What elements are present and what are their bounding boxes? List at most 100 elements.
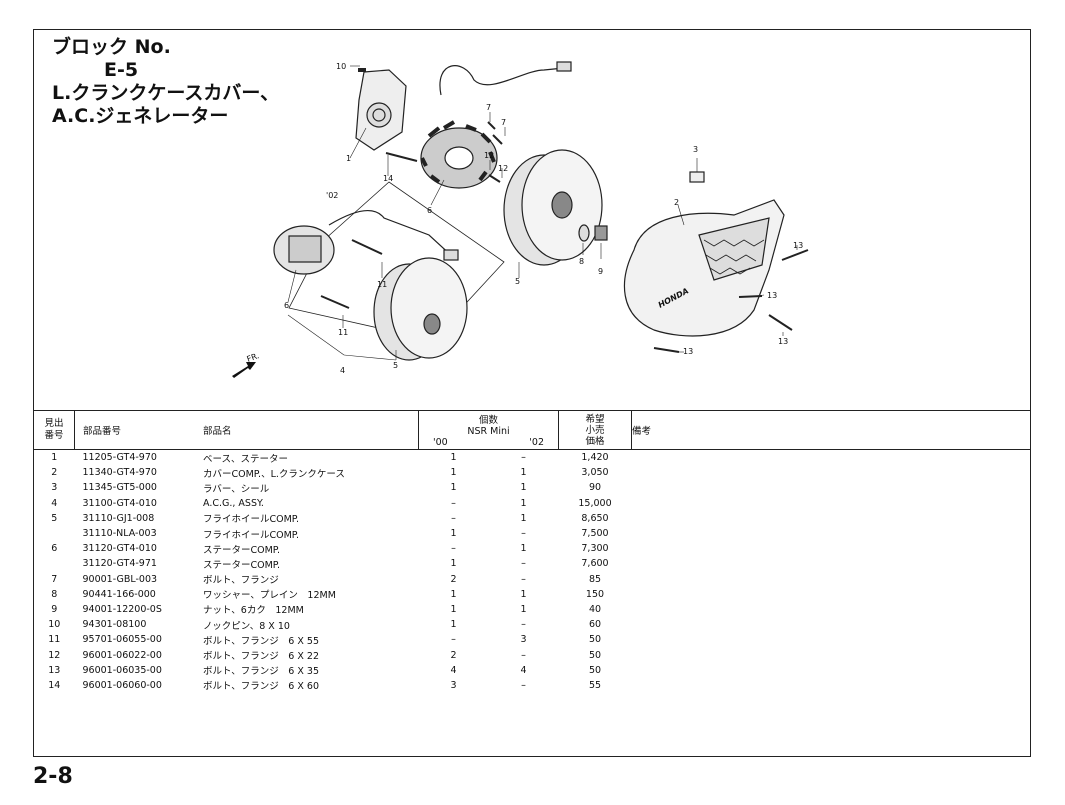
row-qty-00: – bbox=[451, 543, 456, 555]
row-ref-no: 10 bbox=[48, 619, 61, 631]
row-part-name: ナット、6カク 12MM bbox=[203, 605, 304, 617]
row-part-no: 94001-12200-0S bbox=[82, 603, 162, 615]
callout-10: 10 bbox=[336, 62, 346, 71]
row-price: 7,600 bbox=[581, 558, 609, 570]
row-qty-02: 1 bbox=[520, 543, 527, 555]
header-year-00: '00 bbox=[433, 437, 448, 448]
row-remarks bbox=[632, 663, 1031, 678]
row-part-no: 96001-06060-00 bbox=[82, 679, 162, 691]
row-qty-00: – bbox=[451, 512, 456, 524]
row-qty-02: 1 bbox=[520, 512, 527, 524]
parts-table: 見出 番号 部品番号 部品名 個数 NSR Mini '00 '02 希望 小売… bbox=[34, 411, 1030, 693]
table-row: 1 11205-GT4-970 ベース、ステーター 1 – 1,420 bbox=[34, 450, 1030, 466]
row-part-no: 96001-06022-00 bbox=[82, 649, 162, 661]
row-remarks bbox=[632, 526, 1031, 541]
row-remarks bbox=[632, 678, 1031, 693]
row-qty-02: 1 bbox=[520, 588, 527, 600]
header-quantity: 個数 NSR Mini '00 '02 bbox=[418, 411, 559, 450]
row-ref-no: 9 bbox=[51, 603, 58, 615]
callout-1: 1 bbox=[346, 154, 351, 163]
callout-13c: 13 bbox=[778, 337, 788, 346]
row-part-name: ワッシャー、プレイン 12MM bbox=[203, 590, 336, 602]
callout-7b: 7 bbox=[501, 118, 506, 127]
row-qty-02: 3 bbox=[520, 634, 527, 646]
table-row: 31110-NLA-003 フライホイールCOMP. 1 – 7,500 bbox=[34, 526, 1030, 541]
row-remarks bbox=[632, 480, 1031, 495]
row-part-no: 11340-GT4-970 bbox=[82, 467, 157, 479]
header-remarks: 備考 bbox=[631, 411, 1030, 450]
row-remarks bbox=[632, 587, 1031, 602]
row-part-no: 94301-08100 bbox=[82, 619, 147, 631]
page-frame bbox=[33, 29, 1031, 757]
callout-13a: 13 bbox=[793, 241, 803, 250]
row-price: 150 bbox=[585, 588, 605, 600]
row-qty-00: – bbox=[451, 634, 456, 646]
row-part-name: ボルト、フランジ 6 X 22 bbox=[203, 651, 319, 663]
callout-4: 4 bbox=[340, 366, 345, 375]
callout-6-02: 6 bbox=[284, 301, 289, 310]
row-remarks bbox=[632, 511, 1031, 526]
row-part-no: 31100-GT4-010 bbox=[82, 497, 157, 509]
callout-11b: 11 bbox=[338, 328, 348, 337]
row-part-name: ステーターCOMP. bbox=[203, 559, 281, 571]
table-row: 7 90001-GBL-003 ボルト、フランジ 2 – 85 bbox=[34, 572, 1030, 587]
row-part-no: 11205-GT4-970 bbox=[82, 452, 157, 464]
row-ref-no: 2 bbox=[51, 467, 58, 479]
row-qty-02: – bbox=[521, 679, 526, 691]
callout-12b: 12 bbox=[498, 164, 508, 173]
callout-14: 14 bbox=[383, 174, 393, 183]
row-part-name: ボルト、フランジ 6 X 60 bbox=[203, 681, 319, 693]
row-part-no: 31110-GJ1-008 bbox=[82, 512, 155, 524]
row-price: 15,000 bbox=[578, 497, 612, 509]
header-ref-no: 見出 番号 bbox=[34, 411, 75, 450]
table-row: 6 31120-GT4-010 ステーターCOMP. – 1 7,300 bbox=[34, 541, 1030, 556]
row-part-name: A.C.G., ASSY. bbox=[203, 497, 264, 509]
row-qty-02: 4 bbox=[520, 664, 527, 676]
row-ref-no bbox=[34, 556, 75, 571]
row-part-name: カバーCOMP.、L.クランクケース bbox=[203, 468, 345, 480]
header-part-name: 部品名 bbox=[203, 411, 419, 450]
row-ref-no: 5 bbox=[51, 512, 58, 524]
table-row: 2 11340-GT4-970 カバーCOMP.、L.クランクケース 1 1 3… bbox=[34, 465, 1030, 480]
crankcase-cover-drawing bbox=[623, 199, 785, 337]
row-part-name: フライホイールCOMP. bbox=[203, 529, 300, 541]
callout-12a: 12 bbox=[484, 151, 494, 160]
row-qty-00: 3 bbox=[450, 679, 457, 691]
row-qty-00: 1 bbox=[450, 619, 457, 631]
row-qty-00: 4 bbox=[450, 664, 457, 676]
row-price: 8,650 bbox=[581, 512, 609, 524]
row-qty-02: – bbox=[521, 619, 526, 631]
diagram-svg: FR. HONDA 10 1 14 7 7 12 12 6 3 2 '02 6 … bbox=[232, 61, 809, 378]
row-ref-no bbox=[34, 526, 75, 541]
row-qty-00: – bbox=[451, 497, 456, 509]
row-part-name: ボルト、フランジ bbox=[203, 575, 279, 587]
table-row: 8 90441-166-000 ワッシャー、プレイン 12MM 1 1 150 bbox=[34, 587, 1030, 602]
callout-8: 8 bbox=[579, 257, 584, 266]
row-qty-00: 1 bbox=[450, 528, 457, 540]
row-remarks bbox=[632, 465, 1031, 480]
stator-coil-drawing bbox=[420, 120, 498, 189]
row-qty-00: 1 bbox=[450, 603, 457, 615]
row-part-no: 90441-166-000 bbox=[82, 588, 156, 600]
flywheel-top-drawing bbox=[503, 149, 603, 266]
row-remarks bbox=[632, 496, 1031, 511]
row-part-no: 31110-NLA-003 bbox=[82, 528, 157, 540]
front-direction-arrow: FR. bbox=[232, 351, 260, 378]
variant-label: '02 bbox=[326, 191, 338, 200]
row-ref-no: 6 bbox=[51, 543, 58, 555]
row-remarks bbox=[632, 647, 1031, 662]
row-ref-no: 14 bbox=[48, 679, 61, 691]
row-part-name: ステーターCOMP. bbox=[203, 544, 281, 556]
callout-13d: 13 bbox=[683, 347, 693, 356]
row-qty-02: – bbox=[521, 649, 526, 661]
row-price: 1,420 bbox=[581, 452, 609, 464]
page-title: ブロック No. E-5 L.クランクケースカバー、 A.C.ジェネレーター bbox=[52, 36, 279, 128]
table-row: 13 96001-06035-00 ボルト、フランジ 6 X 35 4 4 50 bbox=[34, 663, 1030, 678]
row-part-no: 31120-GT4-971 bbox=[82, 558, 157, 570]
row-qty-02: – bbox=[521, 573, 526, 585]
row-qty-02: 1 bbox=[520, 482, 527, 494]
row-part-name: ボルト、フランジ 6 X 55 bbox=[203, 635, 319, 647]
row-price: 7,500 bbox=[581, 528, 609, 540]
row-qty-02: 1 bbox=[520, 497, 527, 509]
table-top-rule bbox=[34, 410, 1030, 411]
